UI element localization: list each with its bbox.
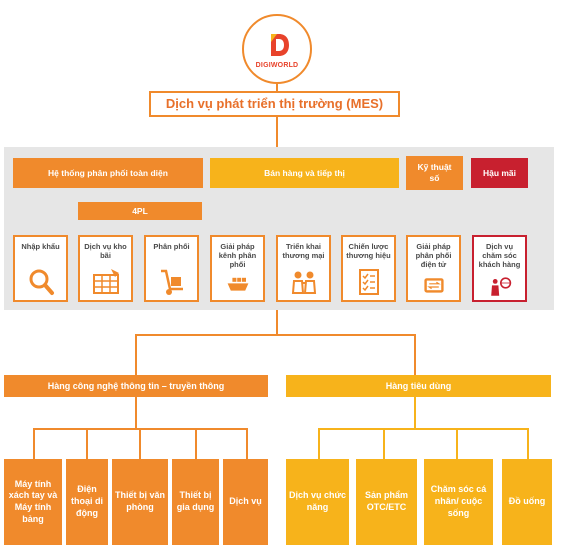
connector bbox=[195, 428, 197, 459]
category-tech: Kỹ thuật số bbox=[406, 156, 463, 190]
digiworld-mark-icon bbox=[271, 34, 289, 56]
leaf-ict: Dịch vụ bbox=[223, 459, 268, 545]
group-ict: Hàng công nghệ thông tin – truyền thông bbox=[4, 375, 268, 397]
service-label: Dịch vụ kho bãi bbox=[84, 242, 127, 260]
digiworld-logo: DIGIWORLD bbox=[242, 14, 312, 84]
connector bbox=[135, 397, 137, 429]
leaf-ict: Điện thoại di động bbox=[66, 459, 108, 545]
hand-truck-icon bbox=[161, 269, 183, 295]
service-card: Chiến lược thương hiệu bbox=[341, 235, 396, 302]
warehouse-icon bbox=[93, 269, 119, 294]
connector bbox=[318, 428, 529, 430]
connector bbox=[414, 397, 416, 429]
category-aftersales: Hậu mãi bbox=[471, 158, 528, 188]
leaf-ict: Máy tính xách tay và Máy tính bảng bbox=[4, 459, 62, 545]
logo-text: DIGIWORLD bbox=[255, 62, 299, 69]
group-consumer: Hàng tiêu dùng bbox=[286, 375, 551, 397]
leaf-consumer: Đồ uống bbox=[502, 459, 552, 545]
customer-care-icon bbox=[491, 277, 512, 296]
leaf-consumer: Dịch vụ chức năng bbox=[286, 459, 349, 545]
leaf-ict: Thiết bị văn phòng bbox=[112, 459, 168, 545]
connector bbox=[456, 428, 458, 459]
service-label: Giải pháp phân phối điện tử bbox=[415, 242, 452, 269]
connector bbox=[86, 428, 88, 459]
connector bbox=[414, 334, 416, 375]
service-card: Dịch vụ chăm sóc khách hàng bbox=[472, 235, 527, 302]
devices-exchange-icon bbox=[424, 278, 444, 293]
cargo-ship-icon bbox=[227, 277, 249, 291]
category-distribution: Hệ thống phân phối toàn diện bbox=[13, 158, 203, 188]
connector bbox=[33, 428, 35, 459]
service-label: Chiến lược thương hiệu bbox=[346, 242, 391, 260]
service-card: Phân phối bbox=[144, 235, 199, 302]
service-card: Nhập khẩu bbox=[13, 235, 68, 302]
connector bbox=[246, 428, 248, 459]
connector bbox=[135, 334, 416, 336]
connector bbox=[276, 117, 278, 147]
service-label: Phân phối bbox=[153, 242, 190, 251]
leaf-consumer: Sản phẩm OTC/ETC bbox=[356, 459, 417, 545]
team-icon bbox=[291, 271, 317, 294]
service-card: Giải pháp phân phối điện tử bbox=[406, 235, 461, 302]
connector bbox=[276, 310, 278, 335]
connector bbox=[139, 428, 141, 459]
service-label: Dịch vụ chăm sóc khách hàng bbox=[478, 242, 521, 269]
leaf-ict: Thiết bị gia dụng bbox=[172, 459, 219, 545]
connector bbox=[276, 84, 278, 91]
page-title: Dịch vụ phát triển thị trường (MES) bbox=[149, 91, 400, 117]
service-label: Giải pháp kênh phân phối bbox=[218, 242, 257, 269]
category-4pl: 4PL bbox=[78, 202, 202, 220]
service-label: Triển khai thương mại bbox=[282, 242, 325, 260]
connector bbox=[527, 428, 529, 459]
checklist-icon bbox=[359, 269, 379, 295]
connector bbox=[135, 334, 137, 375]
service-card: Triển khai thương mại bbox=[276, 235, 331, 302]
leaf-consumer: Chăm sóc cá nhân/ cuộc sống bbox=[424, 459, 493, 545]
category-sales: Bán hàng và tiếp thị bbox=[210, 158, 399, 188]
service-card: Dịch vụ kho bãi bbox=[78, 235, 133, 302]
service-label: Nhập khẩu bbox=[21, 242, 60, 251]
service-card: Giải pháp kênh phân phối bbox=[210, 235, 265, 302]
magnifier-icon bbox=[29, 269, 54, 295]
connector bbox=[318, 428, 320, 459]
connector bbox=[383, 428, 385, 459]
